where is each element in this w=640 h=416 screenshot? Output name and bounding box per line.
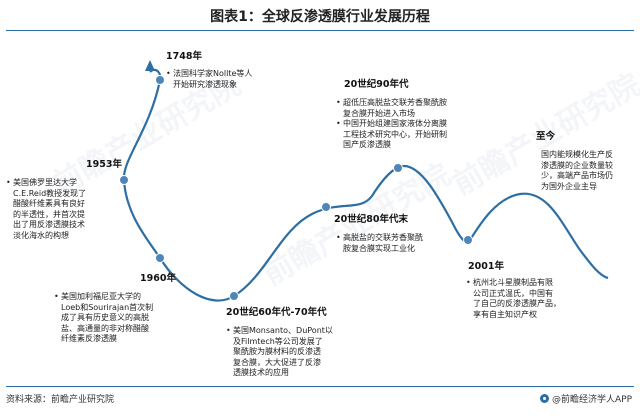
event-label-1748: 1748年	[166, 51, 202, 62]
event-line: 高脱盐的交联芳香聚酰	[336, 233, 466, 244]
event-desc-1960s-70s: 美国Monsanto、DuPont以 及Filmtech等公司发展了 聚酰胺为膜…	[226, 326, 366, 379]
event-label-2001: 2001年	[468, 261, 504, 272]
event-line: 美国佛罗里达大学	[6, 178, 122, 189]
circle-node-icon	[229, 291, 239, 301]
footer-divider	[6, 386, 634, 387]
qianzhan-logo-icon	[539, 394, 549, 403]
event-line: 为国外企业主导	[541, 181, 597, 191]
event-line: 聚酰胺为膜材料的反渗透	[233, 347, 321, 356]
event-label-1990s: 20世纪90年代	[344, 79, 409, 90]
event-line: 开始研究渗透现象	[173, 79, 237, 89]
event-desc-1953: 美国佛罗里达大学 C.E.Reid教授发现了 醋酸纤维素具有良好 的半透性，并首…	[6, 178, 122, 241]
event-line: 出了用反渗透膜技术	[13, 220, 85, 229]
arrow-up-icon	[145, 60, 155, 71]
page-title: 图表1：全球反渗透膜行业发展历程	[210, 9, 430, 25]
event-line: 工程技术研究中心，开始研制	[343, 129, 447, 139]
circle-node-icon	[393, 163, 403, 173]
circle-node-icon	[321, 202, 331, 212]
brand-credit: @前瞻经济学人APP	[539, 392, 632, 405]
source-note: 资料来源：前瞻产业研究院	[6, 395, 115, 405]
event-label-present: 至今	[536, 131, 556, 142]
event-line: 了自己的反渗透膜产品，	[473, 299, 561, 308]
event-line: 成了具有历史意义的高脱	[61, 313, 149, 322]
event-line: Loeb和Sourirajan首次制	[61, 302, 154, 312]
event-line: 法国科学家Nollte等人	[166, 69, 306, 80]
event-line: 胺复合膜实现工业化	[343, 243, 415, 253]
event-line: 美国Monsanto、DuPont以	[226, 326, 366, 337]
event-line: 少，高端产品市场仍	[541, 171, 613, 180]
event-line: 渗透膜的企业数量较	[541, 160, 613, 170]
event-desc-1748: 法国科学家Nollte等人 开始研究渗透现象	[166, 69, 306, 90]
event-label-1960: 1960年	[140, 273, 176, 284]
event-line: 醋酸纤维素具有良好	[13, 199, 85, 208]
event-line: 纤维素反渗透膜	[61, 334, 117, 343]
event-line: 盐、高通量的非对称醋酸	[61, 323, 149, 333]
event-desc-1960: 美国加利福尼亚大学的 Loeb和Sourirajan首次制 成了具有历史意义的高…	[54, 292, 194, 345]
event-line: 美国加利福尼亚大学的	[54, 292, 194, 303]
event-line: 国产反渗透膜	[343, 140, 391, 149]
event-line: 杭州北斗星膜制品有限	[466, 278, 586, 289]
event-line: 的半透性，并首次提	[13, 209, 85, 219]
event-desc-2001: 杭州北斗星膜制品有限 公司正式温氏，中国有 了自己的反渗透膜产品， 享有自主知识…	[466, 278, 586, 320]
event-line: 复合膜开始进入市场	[343, 108, 415, 118]
event-line: C.E.Reid教授发现了	[13, 188, 87, 198]
event-line: 超低压高脱盐交联芳香聚酰胺	[336, 98, 486, 109]
circle-node-icon	[155, 75, 165, 85]
event-line: 中国开始组建国家液体分离膜	[336, 119, 486, 130]
event-line: 公司正式温氏，中国有	[473, 288, 553, 298]
brand-text: @前瞻经济学人APP	[551, 395, 632, 405]
circle-node-icon	[155, 253, 165, 263]
event-label-1953: 1953年	[86, 159, 122, 170]
event-label-1980s: 20世纪80年代末	[334, 214, 408, 225]
event-label-1960s-70s: 20世纪60年代-70年代	[226, 307, 327, 318]
event-line: 复合膜，大大促进了反渗	[233, 357, 321, 367]
title-divider	[6, 30, 634, 31]
event-desc-1980s: 高脱盐的交联芳香聚酰 胺复合膜实现工业化	[336, 233, 466, 254]
event-desc-present: 国内能规模化生产反 渗透膜的企业数量较 少，高端产品市场仍 为国外企业主导	[534, 150, 636, 192]
event-line: 国内能规模化生产反	[541, 150, 613, 159]
event-desc-1990s: 超低压高脱盐交联芳香聚酰胺 复合膜开始进入市场 中国开始组建国家液体分离膜 工程…	[336, 98, 486, 151]
event-line: 淡化海水的构想	[13, 230, 69, 240]
event-line: 及Filmtech等公司发展了	[233, 336, 323, 346]
event-line: 透膜技术的应用	[233, 368, 289, 377]
event-line: 享有自主知识产权	[473, 309, 537, 319]
